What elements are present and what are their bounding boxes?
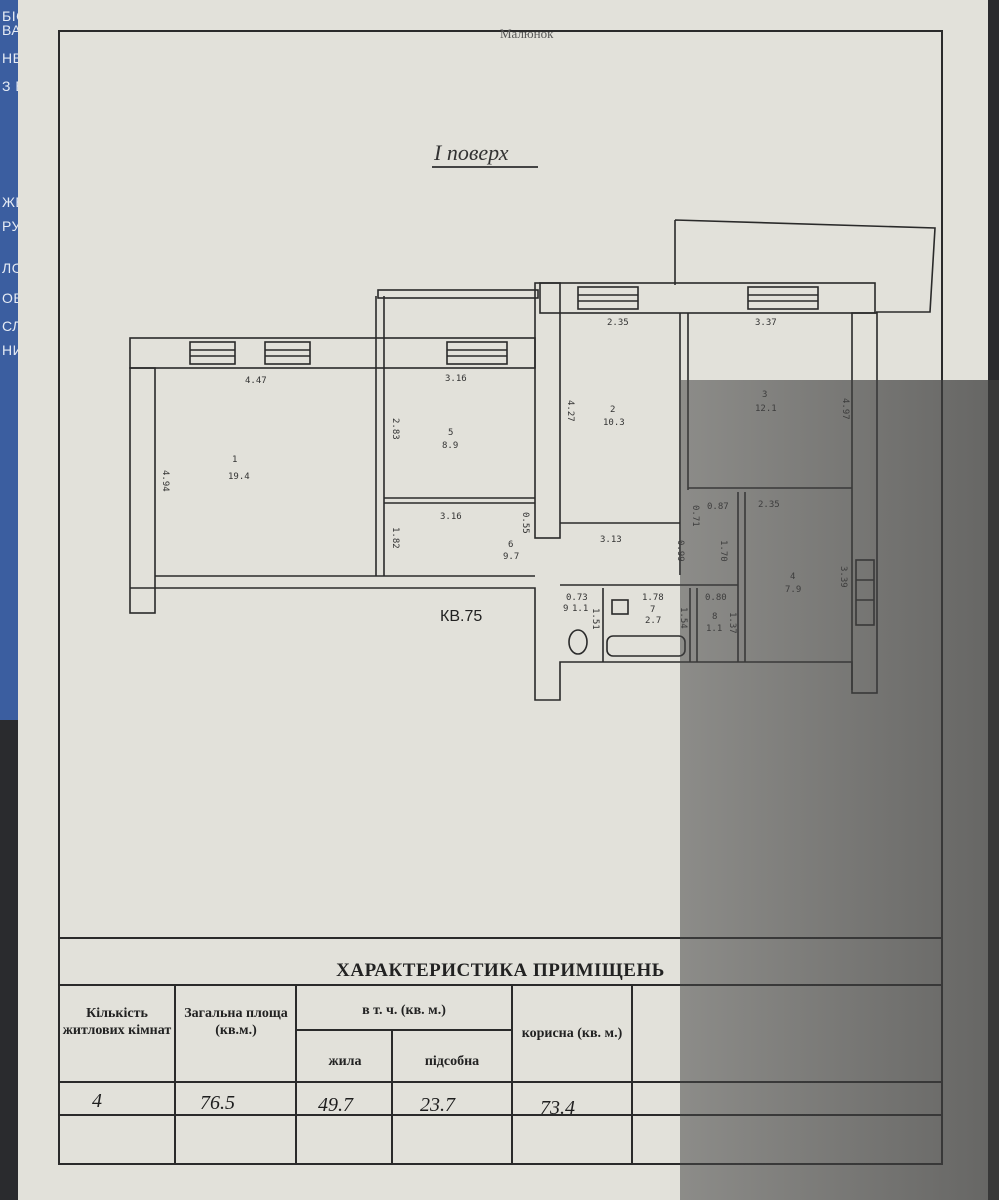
apartment-label: КВ.75: [440, 608, 483, 625]
header-useful: корисна (кв. м.): [521, 1026, 623, 1041]
wall-west: [129, 367, 156, 614]
table-title: ХАРАКТЕРИСТИКА ПРИМІЩЕНЬ: [336, 960, 665, 981]
room-1-number: 1: [232, 455, 238, 465]
dimension-label: 2.35: [607, 318, 629, 328]
header-fragment: Малюнок: [500, 26, 554, 41]
toilet: [568, 629, 588, 655]
header-living: жила: [328, 1054, 362, 1069]
header-total-area: Загальна площа (кв.м.): [184, 1006, 288, 1038]
value-auxiliary: 23.7: [420, 1094, 455, 1116]
room-5-area: 8.9: [442, 441, 459, 451]
room-2-area: 10.3: [603, 418, 625, 428]
wall-central: [534, 282, 561, 539]
balcony-outline: [674, 219, 936, 313]
dimension-label: 3.37: [755, 318, 777, 328]
dimension-label: 3.16: [445, 374, 467, 384]
room-6-number: 6: [508, 540, 514, 550]
room-7-area: 2.7: [645, 616, 662, 626]
room-9-number: 9: [563, 604, 569, 614]
room-6-area: 9.7: [503, 552, 520, 562]
room-7-number: 7: [650, 605, 656, 615]
sink: [611, 599, 629, 615]
floor-title: I поверх: [432, 140, 539, 168]
window-room3: [747, 286, 819, 310]
value-living: 49.7: [318, 1094, 353, 1116]
dimension-label: 3.16: [440, 512, 462, 522]
dimension-label: 3.13: [600, 535, 622, 545]
wall-north-right: [539, 282, 876, 314]
bg-text-fragment: ОВ: [2, 290, 24, 306]
dimension-label: 0.73: [566, 593, 588, 603]
dimension-label: 1.78: [642, 593, 664, 603]
bg-text-fragment: НИ: [2, 342, 24, 358]
room-2-number: 2: [610, 405, 616, 415]
window-room1b: [264, 341, 311, 365]
room-9-area: 1.1: [572, 604, 589, 614]
value-rooms-count: 4: [92, 1090, 102, 1112]
value-useful: 73.4: [540, 1097, 575, 1119]
dimension-label: 4.47: [245, 376, 267, 386]
window-room5: [446, 341, 508, 365]
header-auxiliary: підсобна: [424, 1054, 480, 1069]
window-room1: [189, 341, 236, 365]
header-rooms-count: Кількість житлових кімнат: [62, 1006, 172, 1038]
room-5-number: 5: [448, 428, 454, 438]
wall-loggia: [377, 289, 539, 299]
room-1-area: 19.4: [228, 472, 250, 482]
window-room2: [577, 286, 639, 310]
header-incl: в т. ч. (кв. м.): [362, 1003, 446, 1018]
value-total-area: 76.5: [200, 1092, 235, 1114]
